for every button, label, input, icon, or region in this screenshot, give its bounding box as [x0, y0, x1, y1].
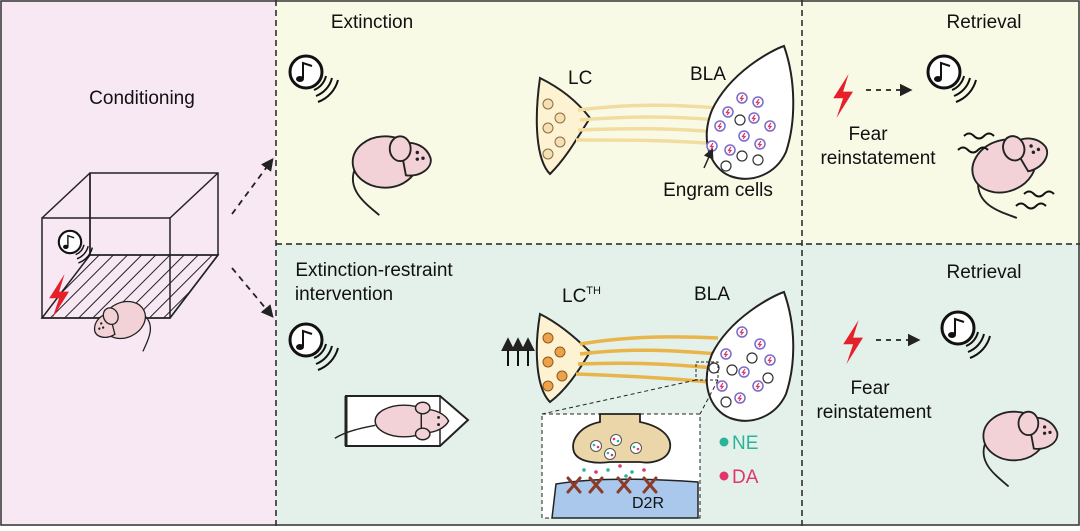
- d2r-receptors: [566, 476, 658, 494]
- lc-bla-fibers-top: [575, 103, 719, 146]
- legend-ne-dot: [719, 437, 729, 447]
- increase-arrows: [501, 337, 535, 366]
- retrieval-bottom-title: Retrieval: [947, 262, 1022, 283]
- fear-line2-bottom: reinstatement: [816, 402, 932, 423]
- retrieval-top-panel: [802, 0, 1080, 244]
- bla-label-bottom: BLA: [694, 284, 730, 305]
- conditioning-title: Conditioning: [89, 88, 195, 109]
- bla-label-top: BLA: [690, 64, 726, 85]
- mouse-icon: [334, 401, 450, 441]
- vesicles: [590, 434, 642, 460]
- lc-label-top: LC: [568, 68, 592, 89]
- legend-da-dot: [719, 471, 729, 481]
- engram-pointer: [703, 148, 714, 169]
- lc-neuron-top: [535, 76, 592, 176]
- fear-line1-top: Fear: [848, 124, 888, 145]
- restraint-title-line2: intervention: [295, 284, 393, 305]
- fear-tremble-lines: [957, 132, 1055, 210]
- d2r-label: D2R: [632, 495, 664, 512]
- engram-cells-bottom: [708, 326, 776, 408]
- lc-th-label: LCTH: [562, 285, 601, 307]
- lc-th-neuron: [535, 312, 592, 404]
- retrieval-top-title: Retrieval: [947, 12, 1022, 33]
- restraint-tube: [344, 395, 470, 447]
- extinction-title: Extinction: [331, 12, 413, 33]
- legend-da-label: DA: [732, 467, 759, 488]
- engram-label: Engram cells: [663, 180, 773, 201]
- restraint-title-line1: Extinction-restraint: [295, 260, 453, 281]
- engram-cells-top: [706, 92, 776, 172]
- released-transmitters: [582, 464, 646, 478]
- lc-bla-fibers-bottom: [575, 335, 719, 384]
- zoom-line-left: [541, 379, 697, 415]
- legend-ne-label: NE: [732, 433, 758, 454]
- fear-line2-top: reinstatement: [820, 148, 936, 169]
- zoom-source-box: [695, 361, 719, 381]
- fear-line1-bottom: Fear: [850, 378, 890, 399]
- arrow-to-extinction: [231, 157, 274, 215]
